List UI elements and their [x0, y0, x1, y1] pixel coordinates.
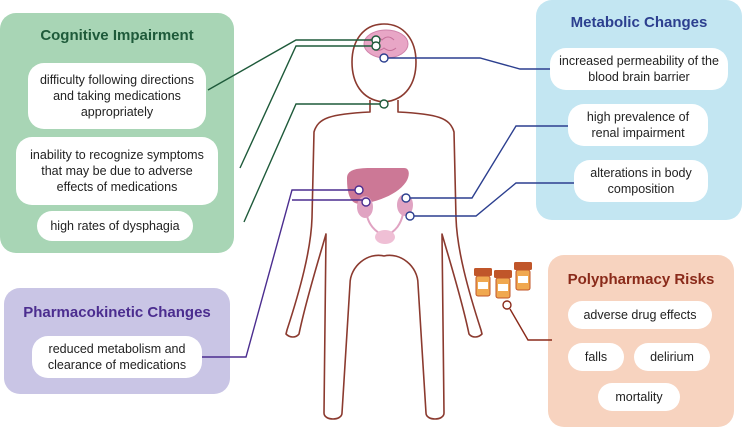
polypharmacy-item-delirium: delirium	[634, 343, 710, 371]
connector-renal	[410, 125, 568, 199]
connector-body-composition	[414, 182, 574, 217]
cognitive-item-dysphagia: high rates of dysphagia	[37, 211, 193, 241]
cognitive-panel: Cognitive Impairment difficulty followin…	[0, 13, 234, 253]
polypharmacy-item-falls: falls	[568, 343, 624, 371]
bladder-icon	[375, 230, 395, 244]
connector-dot	[502, 300, 512, 310]
connector-metabolism	[202, 189, 355, 358]
connector-polypharmacy	[509, 308, 552, 341]
pill-bottle-icon	[474, 262, 532, 299]
liver-icon	[347, 168, 409, 204]
connector-dot	[405, 211, 415, 221]
cognitive-item-symptoms: inability to recognize symptoms that may…	[16, 137, 218, 205]
connector-dot	[354, 185, 364, 195]
polypharmacy-item-mortality: mortality	[598, 383, 680, 411]
connector-bbb	[388, 57, 550, 70]
cognitive-title: Cognitive Impairment	[40, 27, 194, 44]
metabolic-item-renal: high prevalence of renal impairment	[568, 104, 708, 146]
connector-dot	[401, 193, 411, 203]
polypharmacy-item-adverse: adverse drug effects	[568, 301, 712, 329]
pharmacokinetic-panel: Pharmacokinetic Changes reduced metaboli…	[4, 288, 230, 394]
metabolic-item-bbb: increased permeability of the blood brai…	[550, 48, 728, 90]
connector-dot	[371, 41, 381, 51]
polypharmacy-title: Polypharmacy Risks	[567, 271, 715, 288]
connector-dysphagia	[243, 103, 380, 223]
polypharmacy-panel: Polypharmacy Risks adverse drug effects …	[548, 255, 734, 427]
cognitive-item-directions: difficulty following directions and taki…	[28, 63, 206, 129]
pharmacokinetic-item-metabolism: reduced metabolism and clearance of medi…	[32, 336, 202, 378]
pharmacokinetic-title: Pharmacokinetic Changes	[23, 304, 211, 321]
connector-symptoms	[239, 45, 372, 169]
metabolic-item-body-composition: alterations in body composition	[574, 160, 708, 202]
metabolic-title: Metabolic Changes	[570, 14, 708, 31]
connector-dot	[379, 53, 389, 63]
connector-dot	[361, 197, 371, 207]
connector-dot	[379, 99, 389, 109]
connector-directions	[207, 39, 372, 91]
body-outline	[285, 23, 483, 420]
